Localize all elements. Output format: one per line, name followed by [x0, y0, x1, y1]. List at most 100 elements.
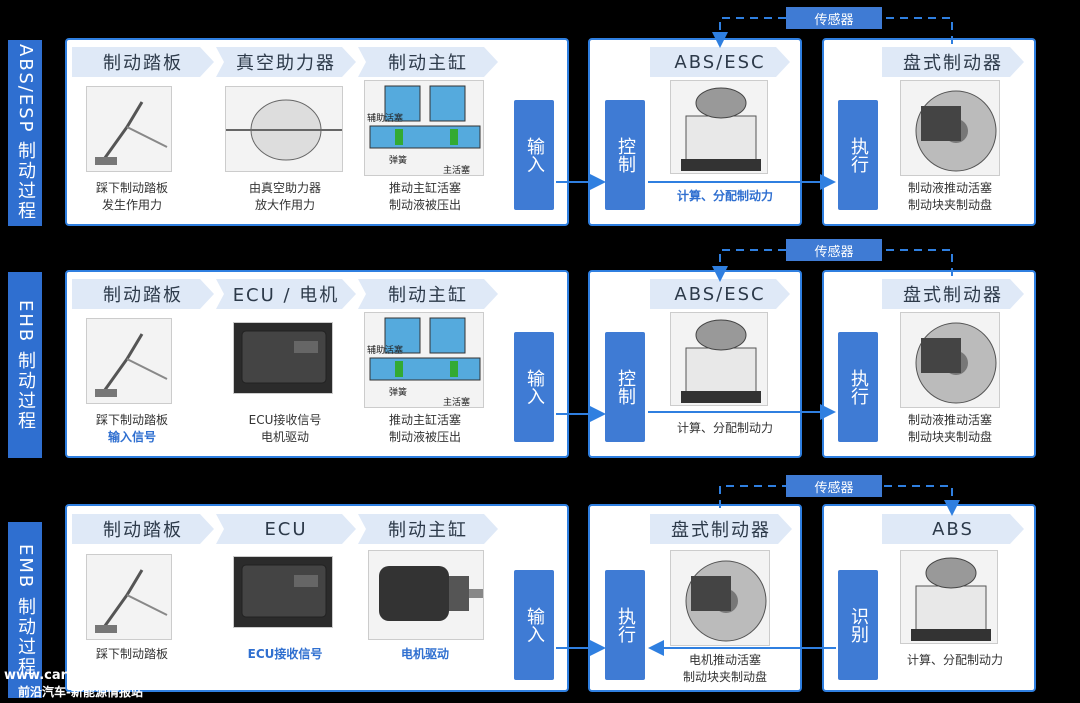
chevron-disc-brake: 盘式制动器 [882, 47, 1024, 77]
disc-brake-icon [685, 560, 767, 642]
chevron-brake-pedal: 制动踏板 [72, 47, 214, 77]
row-label: EMB 制动过程 [8, 522, 42, 698]
chevron-master-cylinder: 制动主缸 [358, 514, 498, 544]
cylinder-icon [369, 317, 481, 381]
chevron-vacuum-booster: 真空助力器 [216, 47, 356, 77]
abs-module-icon [681, 87, 761, 171]
execute-button: 执行 [838, 332, 878, 442]
chevron-ecu-motor: ECU / 电机 [216, 279, 356, 309]
disc-caption: 制动液推动活塞 制动块夹制动盘 [880, 180, 1020, 214]
cylinder-icon [369, 85, 481, 149]
row-label: ABS/ESP 制动过程 [8, 40, 42, 226]
pedal-caption: 踩下制动踏板 [95, 647, 168, 661]
execute-button: 执行 [838, 100, 878, 210]
caption-line: 推动主缸活塞 [388, 413, 461, 427]
vacuum-booster-image [225, 86, 343, 172]
chevron-disc-brake: 盘式制动器 [882, 279, 1024, 309]
image-label: 主活塞 [443, 166, 471, 176]
caption-line: 输入信号 [107, 430, 156, 444]
watermark: www.car-metaverse.com 前沿汽车-新能源情报站 [4, 668, 185, 700]
control-button: 控制 [605, 332, 645, 442]
chevron-brake-pedal: 制动踏板 [72, 279, 214, 309]
caption-line: 踩下制动踏板 [95, 181, 168, 195]
caption-line: 制动块夹制动盘 [682, 670, 767, 684]
watermark-site: 前沿汽车-新能源情报站 [18, 685, 143, 699]
chevron-abs-esc: ABS/ESC [650, 47, 790, 77]
input-button: 输入 [514, 570, 554, 680]
control-button: 控制 [605, 100, 645, 210]
disc-caption: 制动液推动活塞 制动块夹制动盘 [880, 412, 1020, 446]
chevron-master-cylinder: 制动主缸 [358, 279, 498, 309]
brake-pedal-image [86, 554, 172, 640]
brake-pedal-image [86, 318, 172, 404]
cylinder-caption: 推动主缸活塞 制动液被压出 [360, 180, 490, 214]
image-label: 辅助活塞 [367, 114, 404, 124]
image-label: 弹簧 [389, 388, 408, 398]
caption-line: 由真空助力器 [248, 181, 321, 195]
caption-line: 制动块夹制动盘 [907, 198, 992, 212]
chevron-ecu: ECU [216, 514, 356, 544]
cylinder-caption: 推动主缸活塞 制动液被压出 [360, 412, 490, 446]
abs-module-icon [911, 557, 991, 641]
caption-line: 制动液推动活塞 [907, 413, 992, 427]
pedal-caption: 踩下制动踏板 发生作用力 [72, 180, 192, 214]
row-ehb: EHB 制动过程 制动踏板 ECU / 电机 制动主缸 踩下制动踏板 输入信号 … [0, 232, 1080, 464]
pedal-icon [95, 101, 168, 165]
chevron-disc-brake: 盘式制动器 [650, 514, 792, 544]
abs-caption: 计算、分配制动力 [676, 189, 773, 203]
watermark-url: www.car-metaverse.com [4, 668, 186, 683]
caption-line: 放大作用力 [254, 198, 315, 212]
disc-brake-icon [915, 322, 997, 404]
booster-icon [226, 99, 342, 161]
abs-unit-image [900, 550, 998, 644]
caption-line: 踩下制动踏板 [95, 413, 168, 427]
booster-caption: 由真空助力器 放大作用力 [220, 180, 350, 214]
disc-brake-icon [915, 90, 997, 172]
row-abs-esp: ABS/ESP 制动过程 制动踏板 真空助力器 制动主缸 踩下制动踏板 发生作用… [0, 0, 1080, 232]
caption-line: 电机驱动 [260, 430, 309, 444]
caption-line: 推动主缸活塞 [388, 181, 461, 195]
image-label: 主活塞 [443, 398, 471, 408]
abs-caption: 计算、分配制动力 [676, 421, 773, 435]
sensor-label: 传感器 [786, 475, 882, 497]
ecu-icon [241, 564, 327, 618]
ecu-caption: ECU接收信号 电机驱动 [220, 412, 350, 446]
input-button: 输入 [514, 100, 554, 210]
pedal-icon [95, 569, 168, 633]
disc-brake-image [900, 312, 1000, 408]
abs-module-icon [681, 319, 761, 403]
caption-line: 制动液推动活塞 [907, 181, 992, 195]
pedal-caption: 踩下制动踏板 输入信号 [72, 412, 192, 446]
sensor-label: 传感器 [786, 239, 882, 261]
caption-line: 电机推动活塞 [688, 653, 761, 667]
ecu-image [233, 556, 333, 628]
chevron-brake-pedal: 制动踏板 [72, 514, 214, 544]
caption-line: 制动块夹制动盘 [907, 430, 992, 444]
chevron-master-cylinder: 制动主缸 [358, 47, 498, 77]
row-label: EHB 制动过程 [8, 272, 42, 458]
row-emb: EMB 制动过程 制动踏板 ECU 制动主缸 踩下制动踏板 ECU接收信号 电机… [0, 466, 1080, 703]
master-cylinder-image: 辅助活塞 弹簧 主活塞 [364, 312, 484, 408]
chevron-abs-esc: ABS/ESC [650, 279, 790, 309]
brake-pedal-image [86, 86, 172, 172]
ecu-caption: ECU接收信号 [247, 647, 323, 661]
disc-brake-image [670, 550, 770, 646]
input-button: 输入 [514, 332, 554, 442]
abs-caption: 计算、分配制动力 [906, 653, 1003, 667]
caption-line: 发生作用力 [101, 198, 162, 212]
identify-button: 识别 [838, 570, 878, 680]
chevron-abs: ABS [882, 514, 1024, 544]
execute-button: 执行 [605, 570, 645, 680]
image-label: 弹簧 [389, 156, 408, 166]
motor-image [368, 550, 484, 640]
image-label: 辅助活塞 [367, 346, 404, 356]
abs-unit-image [670, 312, 768, 406]
motor-caption: 电机驱动 [400, 647, 449, 661]
abs-unit-image [670, 80, 768, 174]
sensor-label: 传感器 [786, 7, 882, 29]
pedal-icon [95, 333, 168, 397]
ecu-image [233, 322, 333, 394]
disc-brake-image [900, 80, 1000, 176]
ecu-icon [241, 330, 327, 384]
caption-line: 制动液被压出 [388, 430, 461, 444]
